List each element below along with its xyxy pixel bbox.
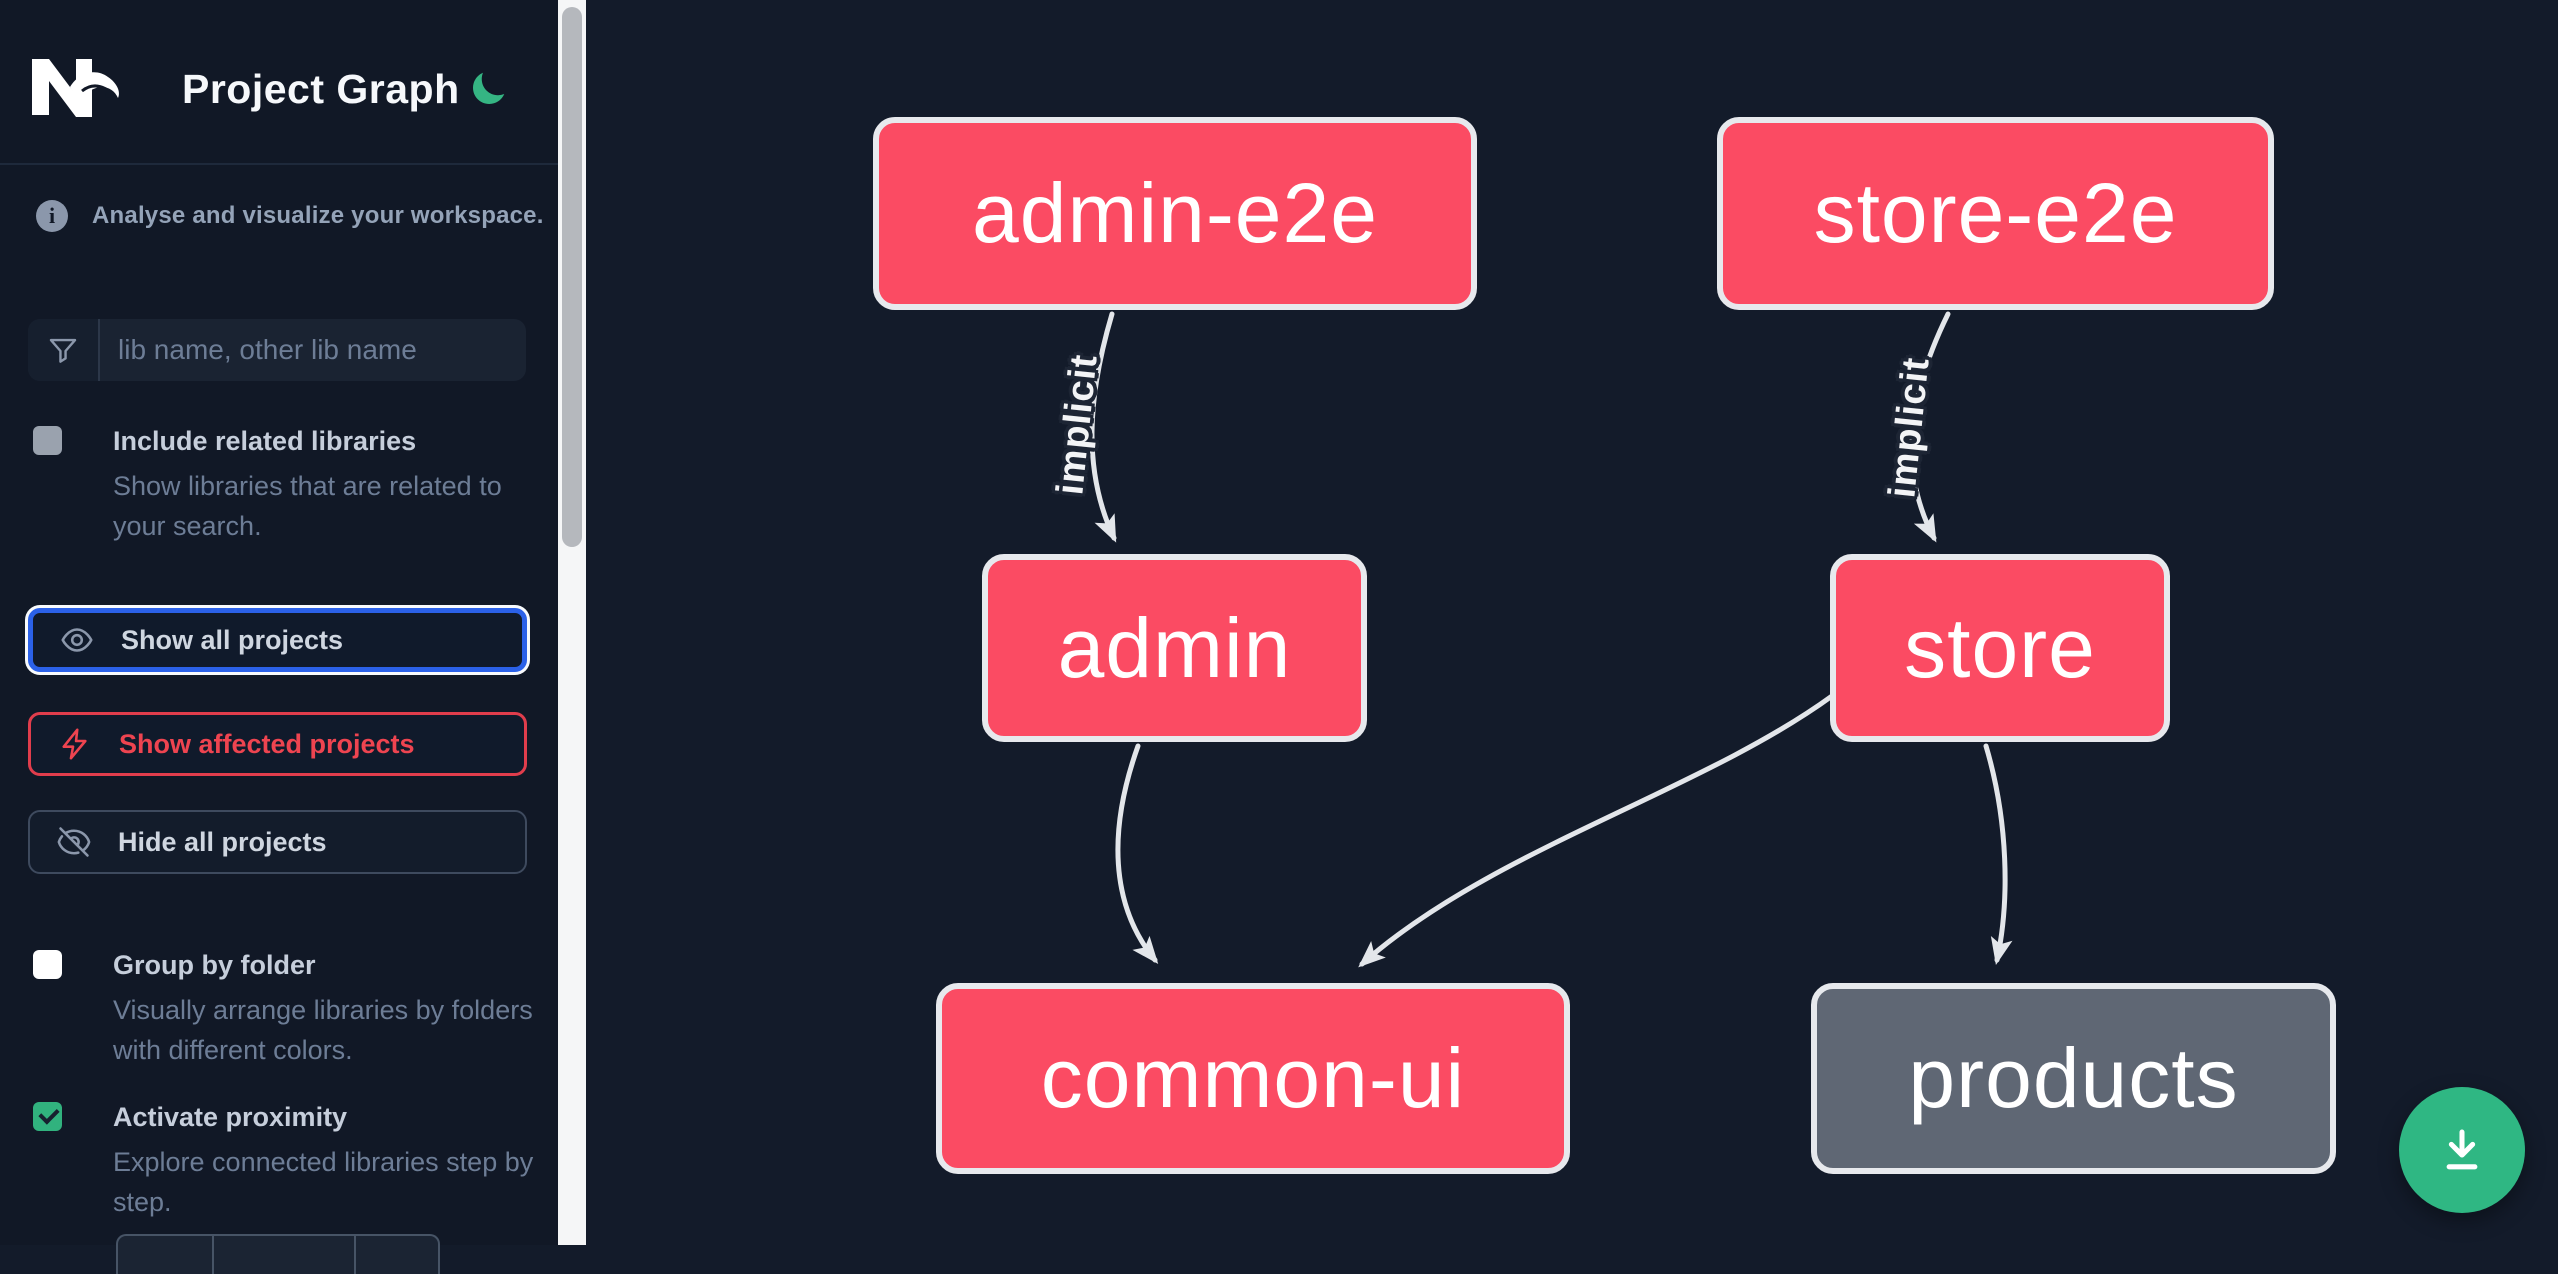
sidebar: Project Graph i Analyse and visualize yo… [0, 0, 558, 1274]
workspace-tagline-row: i Analyse and visualize your workspace. [36, 200, 544, 232]
option-activate-proximity: Activate proximity Explore connected lib… [33, 1100, 533, 1222]
option-label: Group by folder [113, 950, 316, 980]
filter-icon-cell [28, 319, 100, 381]
project-node-common-ui[interactable]: common-ui [936, 983, 1570, 1174]
project-node-admin[interactable]: admin [982, 554, 1367, 742]
checkbox-include-related-libraries [33, 426, 62, 455]
project-node-store[interactable]: store [1830, 554, 2170, 742]
stepper-increment[interactable] [356, 1236, 438, 1274]
download-graph-button[interactable] [2399, 1087, 2525, 1213]
show-affected-projects-button[interactable]: Show affected projects [28, 712, 527, 776]
eye-icon [61, 628, 93, 652]
bolt-icon [62, 728, 87, 760]
option-description: Show libraries that are related to your … [113, 471, 502, 541]
node-label: admin [1057, 600, 1292, 695]
sidebar-scrollbar-track[interactable] [558, 0, 586, 1245]
checkbox-group-by-folder[interactable] [33, 950, 62, 979]
stepper-decrement[interactable] [118, 1236, 214, 1274]
search-input[interactable] [100, 319, 526, 381]
node-label: common-ui [1040, 1031, 1466, 1125]
option-label: Include related libraries [113, 426, 417, 456]
option-include-related-libraries: Include related libraries Show libraries… [33, 424, 533, 546]
workspace-tagline: Analyse and visualize your workspace. [92, 202, 544, 229]
option-description: Explore connected libraries step by step… [113, 1147, 534, 1217]
info-icon: i [36, 200, 68, 232]
header-divider [0, 163, 558, 165]
show-all-projects-button[interactable]: Show all projects [28, 608, 527, 672]
node-label: products [1908, 1031, 2239, 1125]
button-label: Show all projects [121, 624, 344, 655]
nx-logo [32, 59, 119, 117]
stepper-value [214, 1236, 356, 1274]
proximity-stepper-partial[interactable] [116, 1234, 440, 1274]
button-label: Hide all projects [118, 826, 327, 857]
sidebar-scrollbar-thumb[interactable] [562, 7, 582, 547]
project-node-products[interactable]: products [1811, 983, 2336, 1174]
node-label: store [1904, 600, 2096, 695]
option-label: Activate proximity [113, 1102, 348, 1132]
button-label: Show affected projects [119, 728, 415, 759]
project-node-store-e2e[interactable]: store-e2e [1717, 117, 2274, 310]
funnel-icon [49, 338, 77, 363]
download-icon [2446, 1129, 2478, 1170]
eye-slash-icon [57, 827, 91, 857]
node-label: store-e2e [1813, 166, 2178, 260]
project-node-admin-e2e[interactable]: admin-e2e [873, 117, 1477, 310]
option-group-by-folder: Group by folder Visually arrange librari… [33, 948, 533, 1070]
checkbox-activate-proximity[interactable] [33, 1102, 62, 1131]
node-label: admin-e2e [972, 166, 1378, 260]
hide-all-projects-button[interactable]: Hide all projects [28, 810, 527, 874]
page-title: Project Graph [182, 66, 460, 112]
moon-icon [473, 72, 505, 104]
theme-toggle-button[interactable] [466, 68, 510, 112]
project-filter [28, 319, 526, 381]
option-description: Visually arrange libraries by folders wi… [113, 995, 533, 1065]
